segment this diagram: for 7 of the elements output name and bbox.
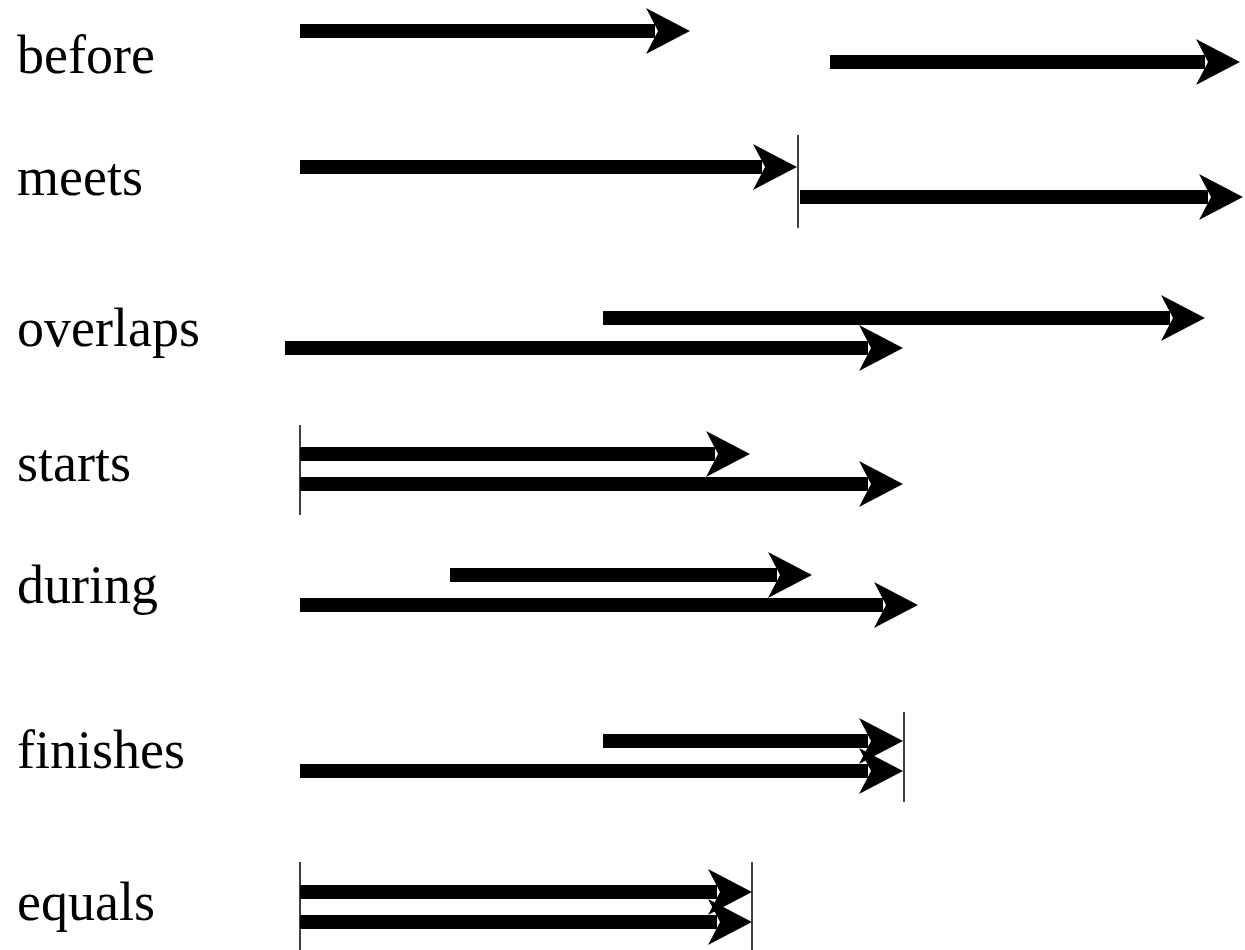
relation-label: starts — [17, 433, 131, 493]
relation-label: meets — [17, 147, 143, 207]
relation-label: overlaps — [17, 298, 200, 358]
relation-label: before — [17, 25, 155, 85]
relation-label: finishes — [17, 720, 185, 780]
relation-label: equals — [17, 872, 155, 932]
relation-label: during — [17, 555, 158, 615]
